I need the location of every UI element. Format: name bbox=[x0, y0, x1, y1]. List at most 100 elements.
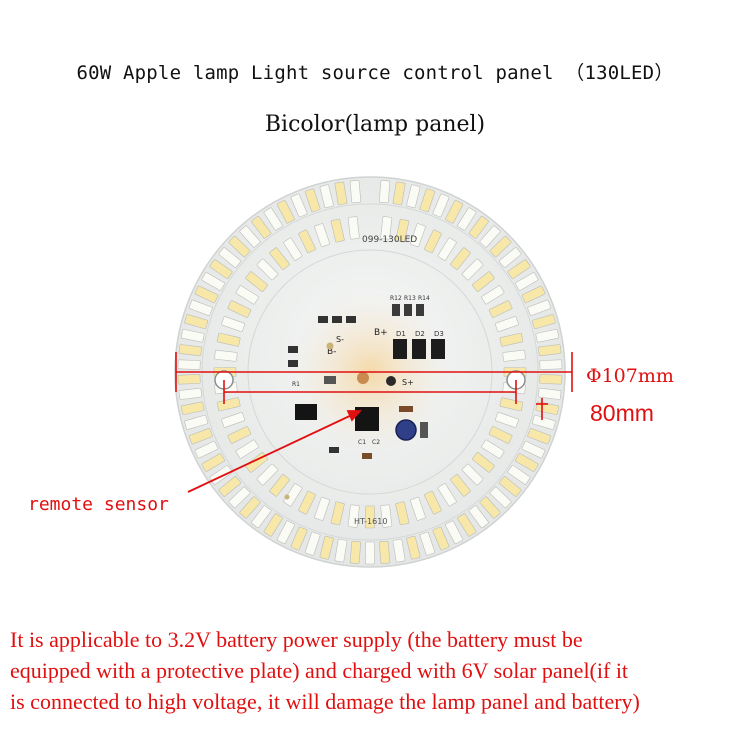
led-chip bbox=[432, 193, 450, 218]
led-chip bbox=[481, 285, 505, 305]
led-chip bbox=[437, 483, 457, 507]
remote-sensor-label: remote sensor bbox=[28, 494, 169, 515]
led-chip bbox=[239, 225, 261, 248]
led-chip bbox=[494, 411, 519, 428]
led-chip bbox=[180, 329, 205, 343]
led-chip bbox=[216, 397, 241, 412]
led-chip bbox=[218, 476, 242, 497]
led-chip bbox=[227, 300, 252, 318]
led-chip bbox=[527, 299, 552, 316]
usage-note-line-1: It is applicable to 3.2V battery power s… bbox=[10, 627, 583, 652]
svg-text:D2: D2 bbox=[415, 330, 425, 338]
led-chip bbox=[450, 474, 471, 497]
led-chip bbox=[489, 235, 512, 258]
led-chip bbox=[188, 428, 213, 445]
led-chip bbox=[538, 344, 562, 357]
led-chip bbox=[228, 486, 251, 509]
led-chip bbox=[218, 247, 242, 268]
led-chip bbox=[216, 332, 241, 347]
led-chip bbox=[256, 463, 279, 486]
led-chip bbox=[349, 540, 362, 564]
led-chip bbox=[531, 314, 556, 330]
led-chip bbox=[221, 316, 246, 333]
led-chip bbox=[239, 496, 261, 519]
led-chip bbox=[515, 453, 539, 472]
led-chip bbox=[395, 501, 410, 526]
center-pad bbox=[357, 372, 369, 384]
inner-distance-label: 80mm bbox=[590, 400, 654, 426]
led-chip bbox=[177, 359, 201, 370]
product-title: 60W Apple lamp Light source control pane… bbox=[76, 62, 674, 84]
led-chip bbox=[539, 374, 563, 385]
diode-d1 bbox=[393, 339, 407, 359]
led-chip bbox=[263, 207, 283, 231]
pin-label-bminus: B- bbox=[327, 347, 336, 357]
capacitor bbox=[395, 419, 417, 441]
led-chip bbox=[304, 188, 321, 213]
ic-chip-left bbox=[295, 404, 317, 420]
led-chip bbox=[334, 181, 348, 206]
led-chip bbox=[283, 483, 303, 507]
led-chip bbox=[507, 259, 531, 280]
board-label-top: 099-130LED bbox=[362, 235, 417, 245]
led-chip bbox=[507, 464, 531, 485]
led-chip bbox=[409, 496, 426, 521]
led-chip bbox=[214, 349, 238, 362]
led-chip bbox=[319, 535, 334, 560]
led-chip bbox=[188, 299, 213, 316]
led-chip bbox=[494, 316, 519, 333]
driver-components: D1 D2 D3 R12 R13 R14 B+ B- S- S+ R1 C1 C… bbox=[284, 295, 445, 500]
led-chip bbox=[184, 314, 209, 330]
led-chip bbox=[406, 535, 421, 560]
inner-led-ring bbox=[213, 216, 527, 529]
led-chip bbox=[468, 505, 489, 529]
led-chip bbox=[392, 538, 406, 563]
led-chip bbox=[472, 452, 495, 473]
led-chip bbox=[488, 300, 513, 318]
led-chip bbox=[406, 184, 421, 209]
usage-note: It is applicable to 3.2V battery power s… bbox=[10, 624, 748, 717]
svg-text:D3: D3 bbox=[434, 330, 444, 338]
led-chip bbox=[276, 199, 295, 224]
svg-text:C1: C1 bbox=[358, 439, 366, 446]
led-chip bbox=[347, 216, 360, 240]
led-chip bbox=[531, 414, 556, 430]
led-chip bbox=[347, 504, 360, 528]
led-chip bbox=[349, 180, 362, 204]
led-chip bbox=[276, 520, 295, 545]
led-chip bbox=[457, 207, 477, 231]
led-chip bbox=[538, 387, 562, 400]
led-chip bbox=[378, 540, 391, 564]
pin-label-bplus: B+ bbox=[374, 328, 388, 338]
pin-label-sminus: S- bbox=[336, 335, 344, 344]
led-chip bbox=[290, 193, 308, 218]
led-chip bbox=[498, 247, 522, 268]
led-chip bbox=[521, 440, 546, 459]
led-chip bbox=[235, 439, 259, 459]
led-chip bbox=[269, 474, 290, 497]
svg-text:R1: R1 bbox=[292, 381, 300, 388]
led-chip bbox=[539, 359, 563, 370]
led-chip bbox=[409, 223, 426, 248]
led-chip bbox=[445, 199, 464, 224]
product-subtitle: Bicolor(lamp panel) bbox=[264, 112, 486, 137]
led-chip bbox=[432, 526, 450, 551]
led-chip bbox=[178, 387, 202, 400]
led-chip bbox=[319, 184, 334, 209]
led-chip bbox=[488, 426, 513, 444]
led-chip bbox=[419, 531, 436, 556]
usage-note-line-3: is connected to high voltage, it will da… bbox=[10, 689, 640, 714]
led-chip bbox=[251, 215, 272, 239]
led-chip bbox=[228, 235, 251, 258]
svg-text:C2: C2 bbox=[372, 439, 380, 446]
board-label-bottom: HT-1610 bbox=[354, 517, 387, 526]
svg-text:R13: R13 bbox=[404, 295, 416, 302]
led-chip bbox=[392, 181, 406, 206]
led-chip bbox=[395, 218, 410, 243]
sensor-callout-arrow bbox=[187, 410, 363, 493]
led-chip bbox=[245, 271, 268, 292]
led-chip bbox=[251, 505, 272, 529]
led-chip bbox=[201, 453, 225, 472]
led-chip bbox=[227, 426, 252, 444]
